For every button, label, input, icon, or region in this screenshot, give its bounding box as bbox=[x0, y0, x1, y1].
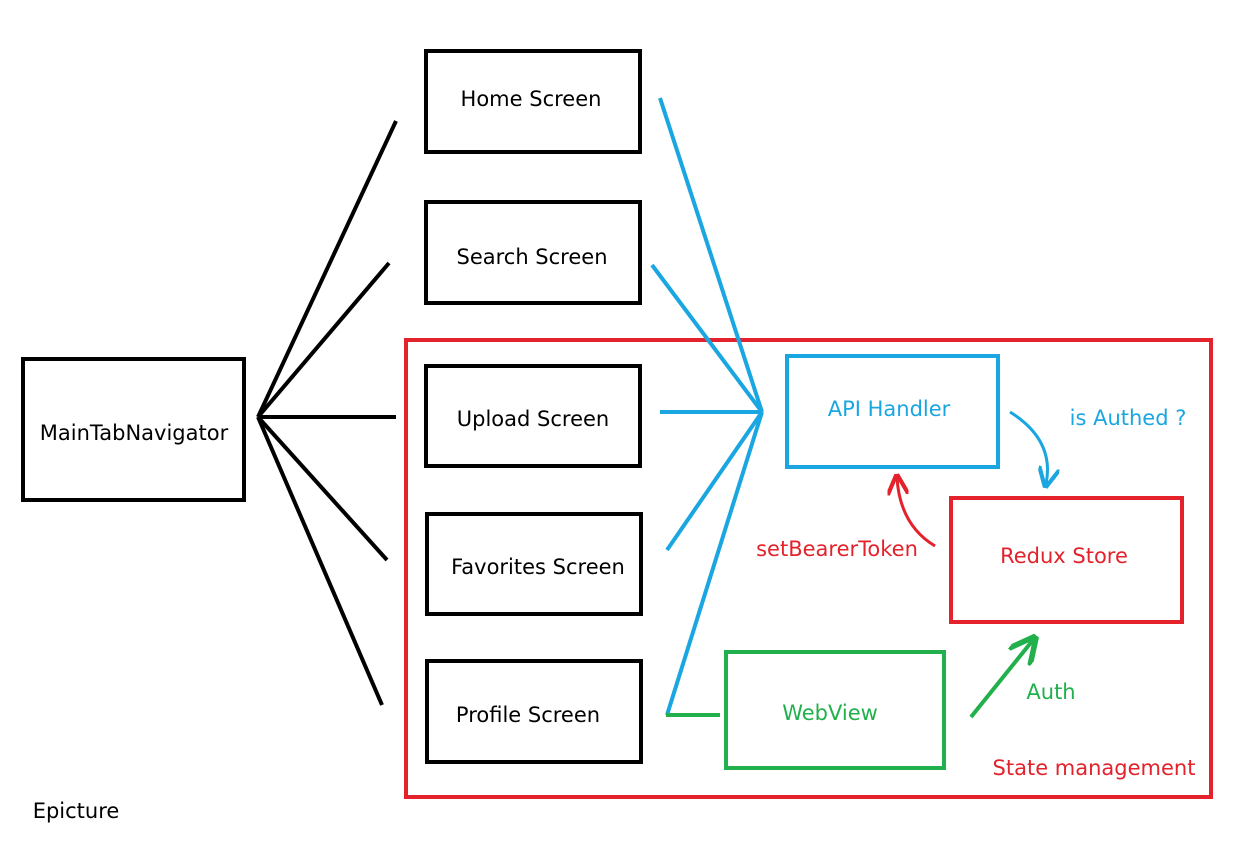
auth-label: Auth bbox=[1026, 680, 1075, 704]
api-handler-box bbox=[785, 354, 1000, 469]
favorites-screen-label: Favorites Screen bbox=[451, 555, 625, 579]
webview-box bbox=[724, 650, 946, 770]
home-screen-box bbox=[424, 49, 642, 154]
navigator-connectors bbox=[256, 120, 398, 706]
auth-arrow bbox=[969, 640, 1033, 719]
api-line-home bbox=[658, 97, 764, 413]
profile-screen-box bbox=[425, 659, 643, 764]
webview-label: WebView bbox=[782, 701, 878, 725]
favorites-screen-box bbox=[425, 512, 643, 616]
state-management-region bbox=[404, 338, 1213, 799]
app-name-label: Epicture bbox=[33, 799, 120, 823]
is-authed-label: is Authed ? bbox=[1070, 406, 1187, 430]
api-line-profile bbox=[665, 411, 764, 716]
is-authed-arrow bbox=[1009, 410, 1048, 484]
set-bearer-token-label: setBearerToken bbox=[756, 537, 918, 561]
api-handler-label: API Handler bbox=[828, 397, 951, 421]
profile-screen-label: Profile Screen bbox=[456, 703, 600, 727]
connector-home bbox=[256, 120, 398, 418]
upload-screen-label: Upload Screen bbox=[457, 407, 609, 431]
home-screen-label: Home Screen bbox=[461, 87, 602, 111]
connector-favorites bbox=[256, 415, 389, 562]
set-bearer-token-arrow bbox=[897, 478, 936, 548]
state-management-label: State management bbox=[993, 756, 1196, 780]
main-tab-navigator-label: MainTabNavigator bbox=[40, 421, 229, 445]
redux-store-box bbox=[949, 496, 1184, 624]
connector-profile bbox=[256, 416, 384, 706]
upload-screen-box bbox=[424, 364, 642, 468]
search-screen-box bbox=[424, 200, 642, 305]
api-connectors bbox=[650, 97, 764, 716]
redux-store-label: Redux Store bbox=[1000, 544, 1128, 568]
api-line-search bbox=[650, 263, 764, 414]
search-screen-label: Search Screen bbox=[456, 245, 607, 269]
connector-search bbox=[256, 261, 391, 419]
main-tab-navigator-box bbox=[21, 357, 246, 502]
api-line-favorites bbox=[665, 410, 764, 552]
